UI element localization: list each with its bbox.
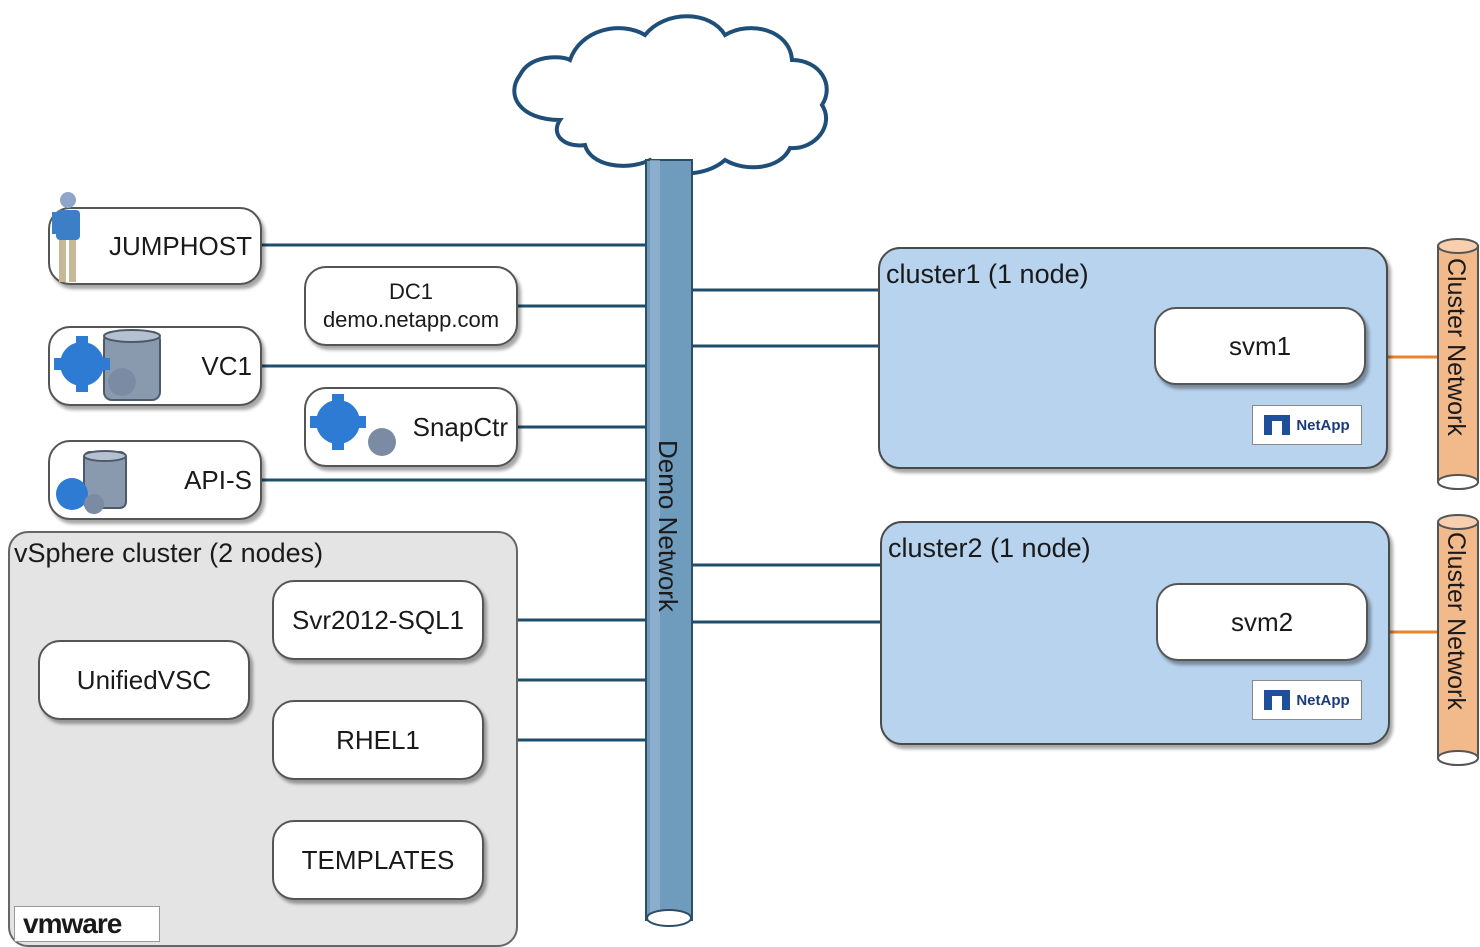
demo-network-label: Demo Network: [653, 440, 683, 612]
demo-network-pipe: [645, 159, 693, 927]
cluster2-title: cluster2 (1 node): [888, 533, 1091, 563]
server-gears-icon: [56, 450, 127, 514]
vm-rhel-label: RHEL1: [336, 724, 420, 755]
vc1-label: VC1: [201, 350, 252, 381]
snapctr-label: SnapCtr: [412, 411, 508, 442]
jumphost-node[interactable]: JUMPHOST: [48, 207, 262, 285]
netapp-logo: NetApp: [1252, 405, 1362, 445]
cluster1-title: cluster1 (1 node): [886, 259, 1089, 289]
netapp-mark-icon: [1264, 415, 1291, 435]
cluster2-network-label: Cluster Network: [1442, 532, 1470, 710]
gears-icon: [310, 394, 396, 456]
netapp-logo: NetApp: [1252, 680, 1362, 720]
svm1-label: svm1: [1228, 330, 1292, 361]
dc1-label: DC1: [388, 279, 433, 304]
svm2-label: svm2: [1230, 606, 1294, 637]
vmware-logo: vmware: [14, 906, 160, 942]
netapp-logo-text: NetApp: [1296, 691, 1350, 709]
vm-vsc-node[interactable]: UnifiedVSC: [38, 640, 250, 720]
svm2-node[interactable]: svm2: [1156, 583, 1368, 661]
vm-sql-node[interactable]: Svr2012-SQL1: [272, 580, 484, 660]
netapp-mark-icon: [1264, 690, 1291, 710]
cluster-network-cylinder: [1437, 238, 1479, 490]
dc1-domain: demo.netapp.com: [322, 307, 500, 332]
vm-sql-label: Svr2012-SQL1: [292, 604, 464, 635]
netapp-logo-text: NetApp: [1296, 416, 1350, 434]
svm1-node[interactable]: svm1: [1154, 307, 1366, 385]
vm-templates-node[interactable]: TEMPLATES: [272, 820, 484, 900]
api-s-label: API-S: [184, 464, 252, 495]
vm-templates-label: TEMPLATES: [301, 844, 455, 875]
vm-vsc-label: UnifiedVSC: [76, 664, 212, 695]
jumphost-label: JUMPHOST: [109, 230, 252, 261]
person-icon: [52, 192, 80, 282]
vm-rhel-node[interactable]: RHEL1: [272, 700, 484, 780]
cluster-network-cylinder: [1437, 514, 1479, 766]
cloud-icon: [512, 14, 829, 176]
vmware-logo-text: vmware: [23, 908, 122, 939]
dc1-node[interactable]: DC1 demo.netapp.com: [304, 266, 518, 346]
cluster1-network-label: Cluster Network: [1442, 258, 1470, 436]
vsphere-cluster-title: vSphere cluster (2 nodes): [14, 538, 324, 568]
server-gears-icon: [54, 329, 161, 401]
